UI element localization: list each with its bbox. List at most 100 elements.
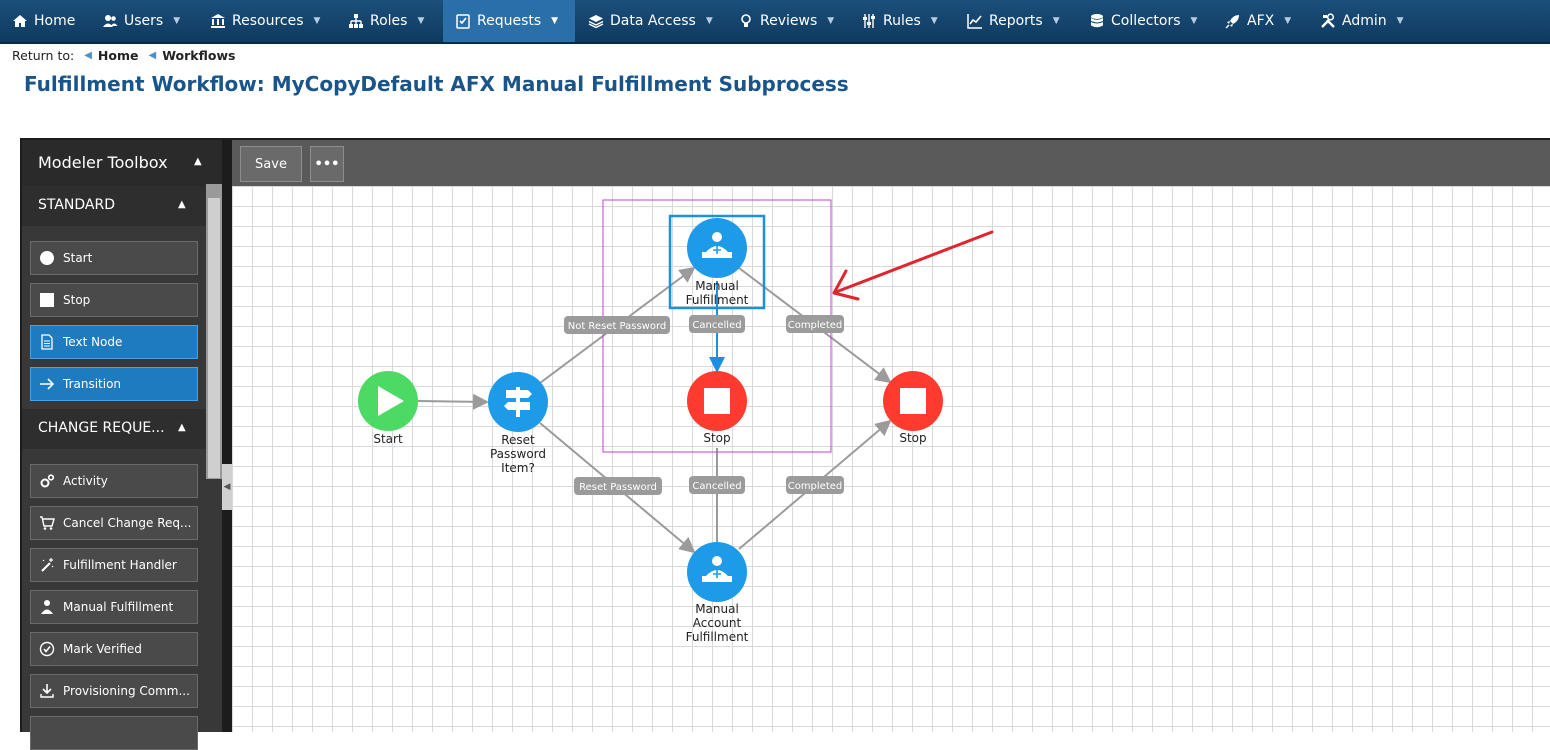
section-change-requests[interactable]: CHANGE REQUE... ▲ [22, 409, 206, 449]
tool-manual-fulfillment[interactable]: Manual Fulfillment [30, 590, 198, 624]
tool-mark-verified[interactable]: Mark Verified [30, 632, 198, 666]
chevron-down-icon: ▼ [1284, 16, 1292, 26]
save-button[interactable]: Save [240, 146, 302, 182]
nav-requests[interactable]: Requests▼ [443, 0, 575, 42]
scrollbar-thumb[interactable] [208, 198, 220, 478]
checklist-icon [455, 13, 471, 29]
svg-text:Completed: Completed [788, 320, 843, 331]
layers-icon [588, 13, 604, 29]
svg-text:Start: Start [373, 432, 403, 446]
nav-reviews[interactable]: Reviews▼ [738, 0, 834, 42]
gears-icon [39, 473, 55, 489]
chart-icon [967, 13, 983, 29]
tool-stop[interactable]: Stop [30, 283, 198, 317]
edge-label-not-reset[interactable]: Not Reset Password [564, 316, 670, 334]
nav-afx[interactable]: AFX▼ [1225, 0, 1291, 42]
node-start[interactable]: Start [358, 371, 418, 446]
nav-roles[interactable]: Roles▼ [348, 0, 424, 42]
node-stop-right[interactable]: Stop [883, 371, 943, 445]
svg-text:Reset: Reset [501, 433, 535, 447]
circle-icon [39, 250, 55, 266]
users-icon [102, 13, 118, 29]
nav-data-access[interactable]: Data Access▼ [588, 0, 713, 42]
chevron-down-icon: ▼ [827, 16, 835, 26]
node-stop-middle[interactable]: Stop [687, 371, 747, 445]
tool-text-node[interactable]: Text Node [30, 325, 198, 359]
page-title: Fulfillment Workflow: MyCopyDefault AFX … [24, 72, 849, 96]
lightbulb-icon [738, 13, 754, 29]
nav-home[interactable]: Home [12, 0, 75, 42]
chevron-down-icon: ▼ [930, 16, 938, 26]
collapse-up-icon[interactable]: ▲ [178, 199, 186, 210]
breadcrumb-prefix: Return to: [12, 48, 75, 63]
arrow-right-icon [39, 376, 55, 392]
chevron-down-icon: ▼ [551, 16, 559, 26]
node-reset-password-decision[interactable]: Reset Password Item? [488, 372, 548, 475]
triangle-left-icon: ◀ [148, 50, 157, 61]
breadcrumb-link-workflows[interactable]: Workflows [162, 48, 236, 63]
edge-start-to-reset[interactable] [417, 393, 489, 410]
svg-text:Reset Password: Reset Password [579, 482, 657, 493]
annotation-arrow [832, 230, 994, 301]
breadcrumb-link-home[interactable]: Home [97, 48, 139, 63]
breadcrumb: Return to: ◀ Home ◀ Workflows [12, 48, 235, 63]
sliders-icon [861, 13, 877, 29]
svg-text:Stop: Stop [703, 431, 730, 445]
document-icon [39, 334, 55, 350]
collapse-up-icon[interactable]: ▲ [194, 156, 202, 167]
square-icon [39, 292, 55, 308]
chevron-down-icon: ▼ [417, 16, 425, 26]
tool-cancel-change-request[interactable]: Cancel Change Req... [30, 506, 198, 540]
workflow-diagram: Not Reset Password Cancelled Completed R… [358, 199, 994, 644]
wand-icon [39, 557, 55, 573]
selected-node-outline [668, 214, 766, 310]
person-desk-icon [702, 232, 732, 258]
node-manual-account-fulfillment[interactable]: Manual Account Fulfillment [686, 542, 749, 644]
chevron-down-icon: ▼ [1190, 16, 1198, 26]
nav-reports[interactable]: Reports▼ [967, 0, 1060, 42]
tool-start[interactable]: Start [30, 241, 198, 275]
edge-label-cancelled-bottom[interactable]: Cancelled [689, 476, 745, 494]
node-manual-fulfillment[interactable]: Manual Fulfillment [686, 218, 749, 307]
nav-resources[interactable]: Resources▼ [210, 0, 320, 42]
nav-admin[interactable]: Admin▼ [1320, 0, 1404, 42]
svg-text:Item?: Item? [501, 461, 535, 475]
edge-label-completed-top[interactable]: Completed [786, 315, 844, 333]
section-standard[interactable]: STANDARD ▲ [22, 186, 206, 226]
edge-label-reset[interactable]: Reset Password [574, 477, 662, 495]
toolbox-collapse-handle[interactable]: ◀ [222, 464, 232, 510]
nav-collectors[interactable]: Collectors▼ [1089, 0, 1197, 42]
tool-transition[interactable]: Transition [30, 367, 198, 401]
cart-icon [39, 515, 55, 531]
collapse-up-icon[interactable]: ▲ [178, 422, 186, 433]
svg-text:Account: Account [693, 616, 742, 630]
workflow-canvas[interactable]: Not Reset Password Cancelled Completed R… [232, 186, 1550, 732]
stop-square-icon [900, 388, 926, 414]
canvas-toolbar: Save ••• [232, 140, 1550, 186]
tool-fulfillment-handler[interactable]: Fulfillment Handler [30, 548, 198, 582]
chevron-down-icon: ▼ [705, 16, 713, 26]
more-options-button[interactable]: ••• [310, 146, 344, 182]
svg-text:Fulfillment: Fulfillment [686, 630, 749, 644]
edge-label-completed-bottom[interactable]: Completed [786, 476, 844, 494]
person-icon [39, 599, 55, 615]
triangle-left-icon: ◀ [84, 50, 92, 61]
chevron-down-icon: ▼ [313, 16, 321, 26]
stop-square-icon [704, 388, 730, 414]
edge-label-cancelled-top[interactable]: Cancelled [689, 315, 745, 333]
modeler-toolbox: Modeler Toolbox ▲ ▲ STANDARD ▲ Start Sto… [22, 140, 222, 750]
toolbox-scrollbar[interactable] [206, 184, 222, 479]
tool-activity[interactable]: Activity [30, 464, 198, 498]
svg-text:Fulfillment: Fulfillment [686, 293, 749, 307]
toolbox-header[interactable]: Modeler Toolbox ▲ [22, 140, 222, 186]
tool-provisioning-command[interactable]: Provisioning Comm... [30, 674, 198, 708]
home-icon [12, 13, 28, 29]
svg-text:Not Reset Password: Not Reset Password [568, 321, 667, 332]
download-icon [39, 683, 55, 699]
nav-rules[interactable]: Rules▼ [861, 0, 938, 42]
tool-partial-item[interactable] [30, 716, 198, 750]
nav-users[interactable]: Users▼ [102, 0, 180, 42]
rocket-icon [1225, 13, 1241, 29]
svg-text:Completed: Completed [788, 481, 843, 492]
sitemap-icon [348, 13, 364, 29]
